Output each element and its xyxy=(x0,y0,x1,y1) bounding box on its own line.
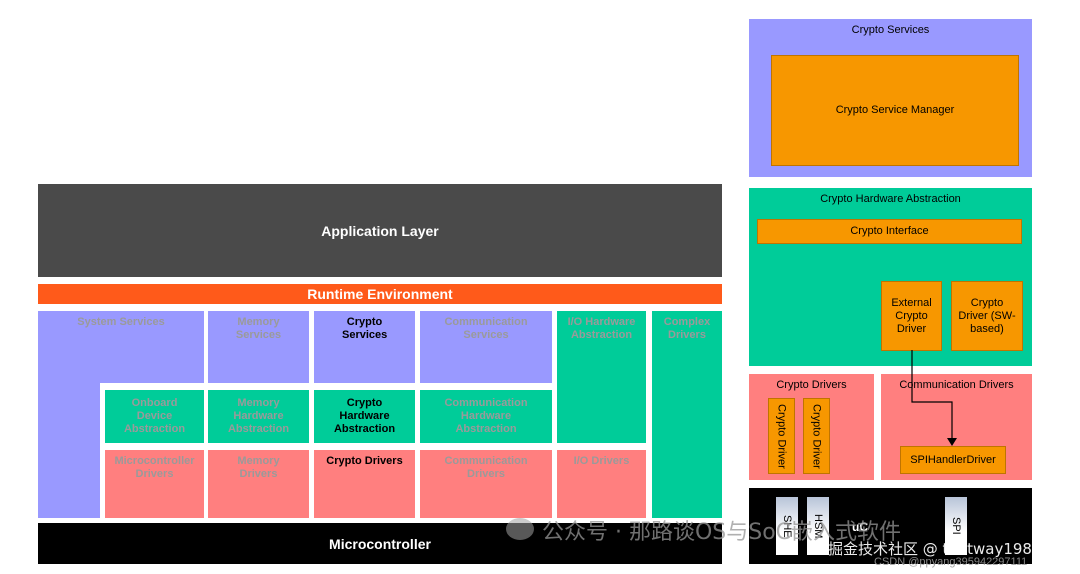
complex-drivers-label: Complex Drivers xyxy=(663,316,711,341)
microcontroller: Microcontroller xyxy=(38,523,722,564)
memory-services: Memory Services xyxy=(208,311,309,383)
external-crypto-driver: External Crypto Driver xyxy=(881,281,942,351)
onboard-device-abstraction: Onboard Device Abstraction xyxy=(105,390,204,443)
spi-chip: SPI xyxy=(945,497,967,555)
complex-drivers: Complex Drivers xyxy=(652,311,722,518)
communication-drivers-label: Communication Drivers xyxy=(444,455,528,480)
microcontroller-label: Microcontroller xyxy=(329,535,431,552)
crypto-interface: Crypto Interface xyxy=(757,219,1022,244)
communication-services: Communication Services xyxy=(420,311,552,383)
crypto-driver-b-label: Crypto Driver xyxy=(810,403,823,469)
crypto-services-label: Crypto Services xyxy=(342,316,388,341)
runtime-environment: Runtime Environment xyxy=(38,284,722,304)
spi-handler-driver-label: SPIHandlerDriver xyxy=(910,453,996,466)
crypto-interface-label: Crypto Interface xyxy=(850,225,929,237)
system-services-block xyxy=(38,311,204,383)
communication-services-label: Communication Services xyxy=(444,316,528,341)
hsm-chip: HSM xyxy=(807,497,829,555)
io-hardware-abstraction: I/O Hardware Abstraction xyxy=(557,311,646,443)
spi-handler-driver: SPIHandlerDriver xyxy=(900,446,1006,474)
crypto-service-manager-label: Crypto Service Manager xyxy=(835,104,955,116)
watermark-line1: 公众号 · 那路谈OS与SoC嵌入式软件 xyxy=(542,520,902,545)
crypto-drivers: Crypto Drivers xyxy=(314,450,415,518)
memory-hardware-abstraction: Memory Hardware Abstraction xyxy=(208,390,309,443)
external-crypto-driver-label: External Crypto Driver xyxy=(891,296,932,335)
she-chip: SHE xyxy=(776,497,798,555)
communication-hardware-abstraction-label: Communication Hardware Abstraction xyxy=(444,397,528,435)
crypto-driver-a: Crypto Driver xyxy=(768,398,795,474)
communication-drivers-panel-label: Communication Drivers xyxy=(899,379,1014,391)
communication-drivers: Communication Drivers xyxy=(420,450,552,518)
io-drivers-label: I/O Drivers xyxy=(573,455,630,467)
system-services-label: System Services xyxy=(77,316,165,328)
she-label: SHE xyxy=(781,514,793,538)
spi-label: SPI xyxy=(950,517,962,535)
system-services-column xyxy=(38,383,100,518)
uc-label: uC xyxy=(852,520,868,534)
microcontroller-drivers-label: Microcontroller Drivers xyxy=(114,455,195,480)
io-drivers: I/O Drivers xyxy=(557,450,646,518)
crypto-hardware-abstraction: Crypto Hardware Abstraction xyxy=(314,390,415,443)
application-layer: Application Layer xyxy=(38,184,722,277)
application-layer-label: Application Layer xyxy=(321,222,439,239)
crypto-services-panel-label: Crypto Services xyxy=(851,24,930,36)
crypto-driver-sw-label: Crypto Driver (SW-based) xyxy=(958,296,1016,335)
watermark-line2: 掘金技术社区 @ thatway1989 xyxy=(828,540,1042,558)
memory-drivers-label: Memory Drivers xyxy=(237,455,280,480)
onboard-device-abstraction-label: Onboard Device Abstraction xyxy=(123,397,186,435)
crypto-driver-sw: Crypto Driver (SW-based) xyxy=(951,281,1023,351)
watermark-wechat-icon xyxy=(506,518,534,540)
crypto-hardware-abstraction-panel-label: Crypto Hardware Abstraction xyxy=(820,193,961,205)
microcontroller-drivers: Microcontroller Drivers xyxy=(105,450,204,518)
memory-services-label: Memory Services xyxy=(235,316,282,341)
memory-hardware-abstraction-label: Memory Hardware Abstraction xyxy=(227,397,290,435)
runtime-environment-label: Runtime Environment xyxy=(307,286,453,302)
io-hardware-abstraction-label: I/O Hardware Abstraction xyxy=(567,316,636,341)
crypto-driver-a-label: Crypto Driver xyxy=(775,403,788,469)
crypto-driver-b: Crypto Driver xyxy=(803,398,830,474)
communication-hardware-abstraction: Communication Hardware Abstraction xyxy=(420,390,552,443)
hsm-label: HSM xyxy=(812,513,824,539)
crypto-drivers-panel-label: Crypto Drivers xyxy=(776,379,847,391)
crypto-services: Crypto Services xyxy=(314,311,415,383)
crypto-drivers-label: Crypto Drivers xyxy=(326,455,403,467)
crypto-service-manager: Crypto Service Manager xyxy=(771,55,1019,166)
driver-connection-arrow xyxy=(911,350,957,446)
memory-drivers: Memory Drivers xyxy=(208,450,309,518)
watermark-line3: CSDN @ppyang395942297111 xyxy=(874,556,1028,568)
crypto-hardware-abstraction-label: Crypto Hardware Abstraction xyxy=(333,397,396,435)
